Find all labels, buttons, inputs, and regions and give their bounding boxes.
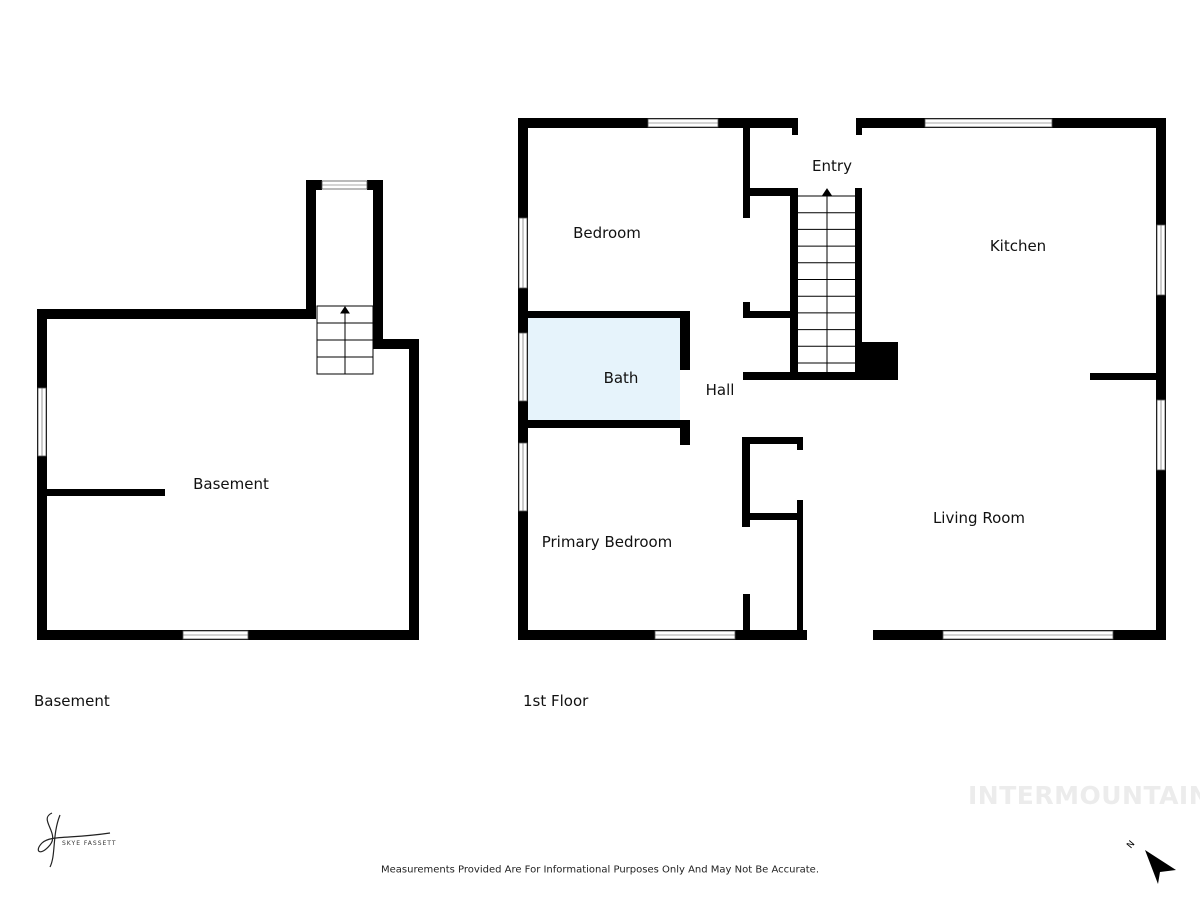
- wall: [742, 437, 803, 444]
- room-primary-bedroom: Primary Bedroom: [541, 533, 673, 551]
- wall: [528, 311, 690, 318]
- wall: [790, 188, 798, 380]
- room-kitchen: Kitchen: [989, 237, 1047, 255]
- compass-arrow-icon: [1145, 850, 1176, 884]
- windows: [37, 118, 1166, 640]
- wall: [750, 311, 790, 318]
- wall: [367, 180, 383, 190]
- logo-text: SKYE FASSETT: [62, 840, 117, 847]
- wall: [1090, 373, 1156, 380]
- stairs: [316, 188, 855, 375]
- stair-up-arrow-icon: [340, 306, 350, 314]
- stair-up-arrow-icon: [822, 188, 832, 196]
- wall: [680, 420, 690, 445]
- wall: [528, 420, 690, 428]
- wall: [797, 500, 803, 640]
- wall: [797, 437, 803, 450]
- room-bedroom: Bedroom: [573, 224, 641, 242]
- floor-caption-1st-floor: 1st Floor: [523, 692, 589, 710]
- room-bath: Bath: [603, 369, 639, 387]
- wall: [1156, 118, 1166, 640]
- wall: [856, 118, 862, 135]
- wall: [409, 339, 419, 640]
- wall: [373, 180, 383, 349]
- wall: [743, 302, 750, 318]
- wall: [750, 188, 797, 196]
- disclaimer: Measurements Provided Are For Informatio…: [380, 864, 820, 876]
- wall: [743, 594, 750, 640]
- wall: [37, 309, 316, 319]
- watermark: INTERMOUNTAIN: [968, 781, 1200, 810]
- wall: [792, 118, 798, 135]
- room-basement: Basement: [193, 475, 269, 493]
- wall: [306, 180, 316, 319]
- signature-logo: [37, 812, 111, 868]
- wall: [306, 180, 322, 190]
- room-entry: Entry: [812, 157, 852, 175]
- wall: [743, 128, 750, 218]
- wall: [37, 309, 47, 640]
- floor-caption-basement: Basement: [34, 692, 110, 710]
- room-hall: Hall: [705, 381, 735, 399]
- wall: [47, 489, 165, 496]
- wall: [742, 437, 750, 527]
- wall: [743, 372, 898, 380]
- wall: [680, 311, 690, 370]
- wall: [373, 339, 419, 349]
- room-living-room: Living Room: [932, 509, 1026, 527]
- wall: [855, 188, 862, 380]
- bath-fill: [528, 318, 680, 420]
- wall: [750, 513, 803, 520]
